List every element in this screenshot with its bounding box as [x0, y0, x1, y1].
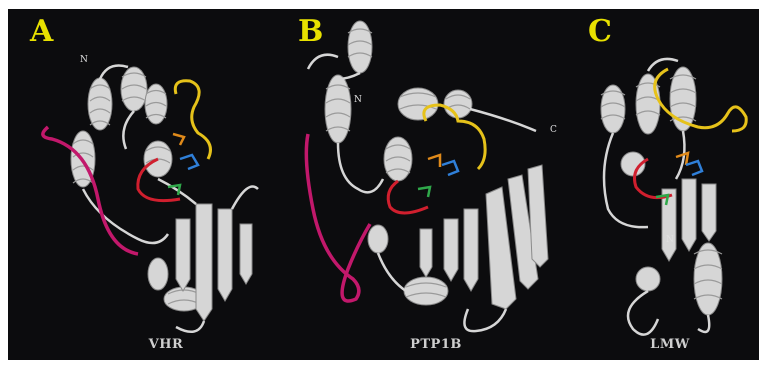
structure-lmw [601, 59, 746, 335]
panel-title-vhr: VHR [116, 337, 216, 352]
n-terminus-label-b: N [354, 95, 362, 105]
structure-ptp1b [306, 21, 548, 331]
n-terminus-label-a: N [80, 55, 88, 65]
panel-title-lmw: LMW [620, 337, 720, 352]
ribbon-structures [8, 9, 759, 360]
figure-panel: A B C N N C N VHR PTP1B LMW [8, 9, 759, 360]
n-terminus-label-c: N [666, 235, 674, 245]
panel-letter-c: C [588, 17, 612, 47]
panel-letter-b: B [298, 17, 323, 47]
structure-vhr [43, 66, 258, 332]
c-terminus-label-b: C [550, 125, 557, 135]
panel-letter-a: A [30, 17, 53, 47]
panel-title-ptp1b: PTP1B [386, 337, 486, 352]
